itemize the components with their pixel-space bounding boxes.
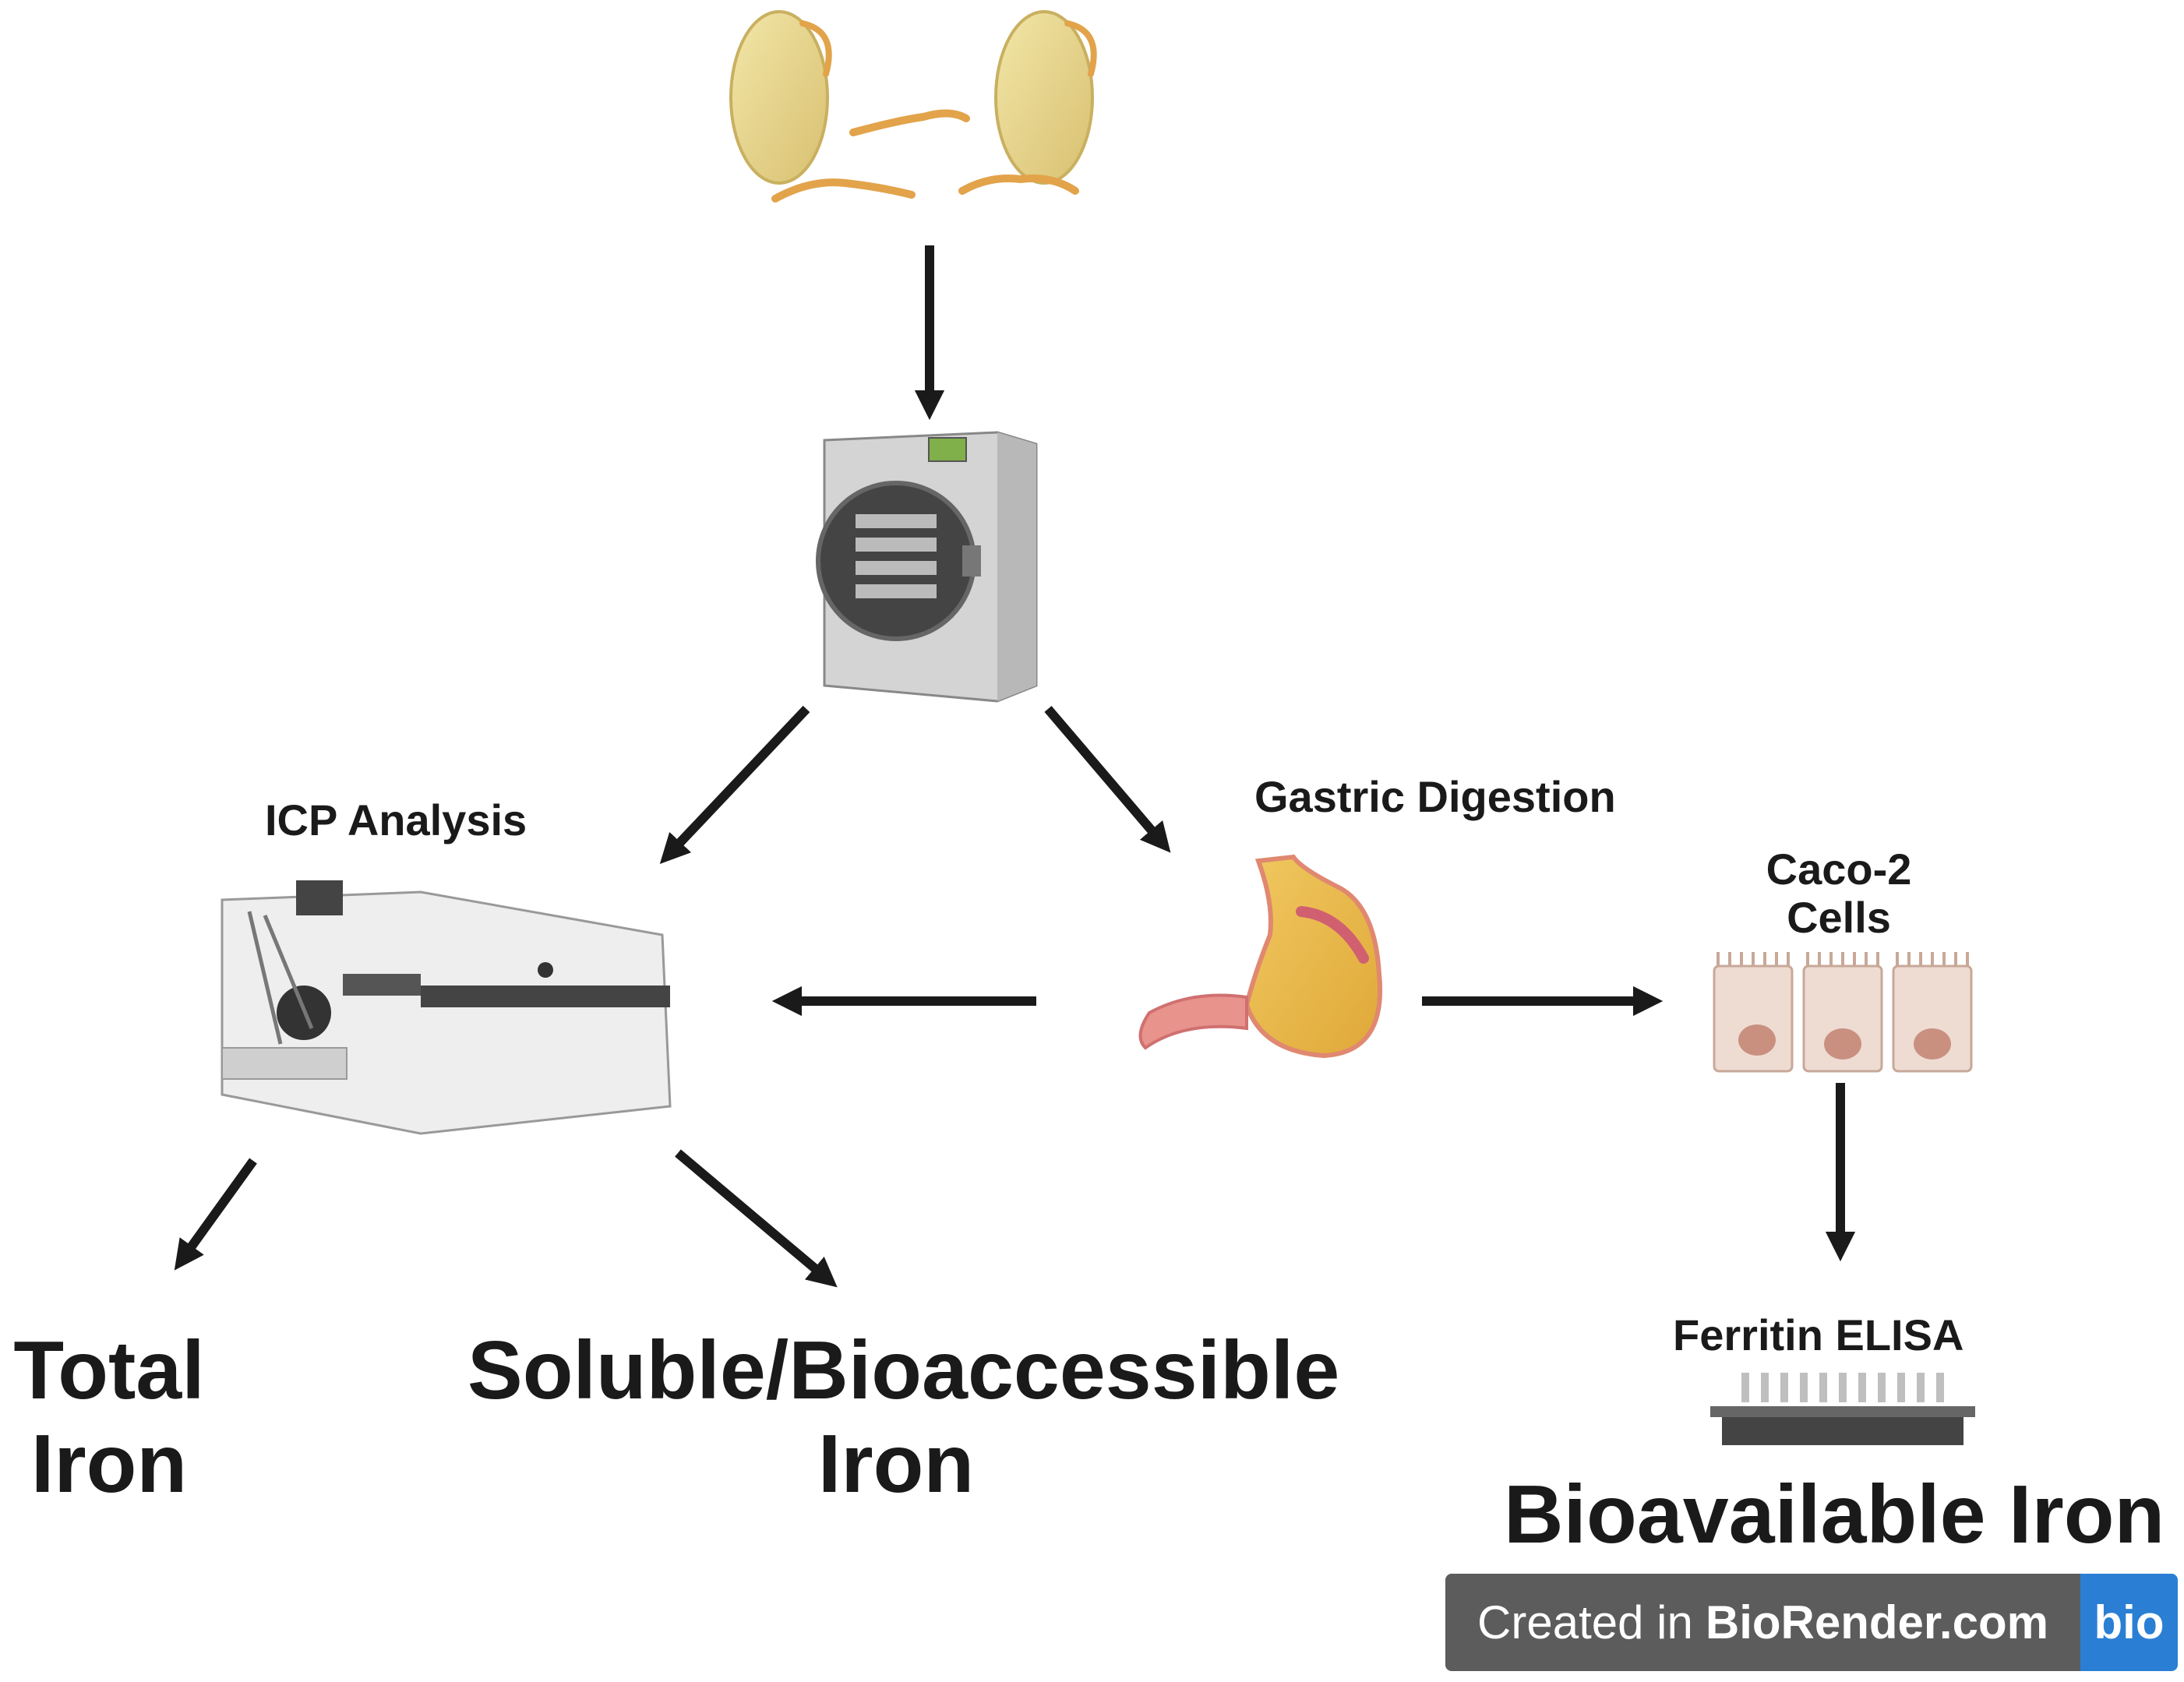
freeze-dryer-icon — [816, 431, 1038, 703]
caco2-cells-icon — [1713, 952, 1973, 1073]
arrow-dryer-to-icp — [659, 705, 810, 864]
soluble-iron-line2: Iron — [817, 1417, 975, 1510]
caco2-label-line1: Caco-2 — [1766, 845, 1912, 894]
total-iron-line1: Total — [13, 1324, 205, 1416]
arrow-icp-to-soluble — [675, 1149, 838, 1288]
caco2-label-line2: Cells — [1787, 892, 1891, 942]
arrow-icp-to-total — [174, 1158, 257, 1271]
stomach-icon — [1138, 854, 1383, 1059]
soluble-iron-label: Soluble/Bioaccessible Iron — [467, 1324, 1340, 1511]
watermark-brand: BioRender.com — [1705, 1596, 2048, 1649]
arrows — [174, 245, 1856, 1288]
arrow-dryer-to-digestion — [1044, 706, 1171, 853]
biorender-logo-icon: bio — [2080, 1574, 2178, 1671]
biorender-watermark: Created in BioRender.com bio — [1445, 1574, 2178, 1671]
gastric-digestion-label: Gastric Digestion — [1254, 772, 1616, 821]
bioavailable-iron-label: Bioavailable Iron — [1504, 1469, 2165, 1560]
soluble-iron-line1: Soluble/Bioaccessible — [467, 1324, 1340, 1416]
icp-spectrometer-icon — [221, 880, 672, 1135]
caco2-cells-label: Caco-2 Cells — [1699, 845, 1979, 941]
ferritin-elisa-label: Ferritin ELISA — [1673, 1310, 1964, 1359]
icp-analysis-label: ICP Analysis — [265, 795, 527, 845]
total-iron-line2: Iron — [30, 1417, 188, 1510]
elisa-plate-icon — [1710, 1373, 1975, 1445]
total-iron-label: Total Iron — [8, 1324, 210, 1511]
soybean-sprouts-icon — [729, 10, 1097, 203]
watermark-text: Created in BioRender.com — [1445, 1574, 2080, 1671]
watermark-created-in: Created in — [1477, 1596, 1693, 1649]
